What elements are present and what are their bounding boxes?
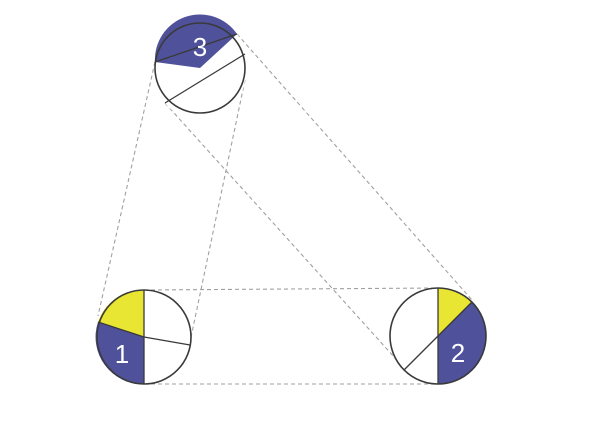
node-1: 1 xyxy=(95,289,192,385)
connector-top-1-2 xyxy=(143,287,439,291)
node-3: 3 xyxy=(153,14,249,121)
connector-3-to-2-bottom xyxy=(164,102,405,369)
node-3-label: 3 xyxy=(193,32,207,62)
node-3-slice-white-lower xyxy=(153,62,200,103)
node-2-slice-yellow xyxy=(438,287,472,336)
node-2-slice-white-left xyxy=(389,287,438,370)
node-1-divider-right xyxy=(143,336,191,346)
node-3-slice-white-right xyxy=(165,68,245,121)
node-2: 2 xyxy=(389,287,487,385)
connector-lines xyxy=(97,33,473,385)
node-3-divider-diagonal xyxy=(164,53,246,104)
node-2-slice-blue xyxy=(438,302,487,385)
connector-3-to-1-right xyxy=(189,79,246,343)
node-1-slice-blue xyxy=(95,322,144,385)
node-2-label: 2 xyxy=(451,338,465,368)
node-1-divider-left xyxy=(97,321,145,338)
node-3-outline xyxy=(154,22,246,114)
connector-3-to-1-left xyxy=(97,61,156,317)
connector-3-to-2-top xyxy=(236,33,473,301)
node-2-divider-upper-right xyxy=(437,301,473,337)
node-3-divider-chord xyxy=(154,33,238,63)
node-1-slice-white-bottom xyxy=(144,337,190,384)
node-1-slice-white-right xyxy=(144,290,191,345)
node-3-slice-white-upper-right xyxy=(200,34,249,80)
node-2-divider-lower-left xyxy=(403,335,439,371)
node-2-slice-white-bottom xyxy=(404,336,438,385)
node-1-label: 1 xyxy=(115,339,129,369)
